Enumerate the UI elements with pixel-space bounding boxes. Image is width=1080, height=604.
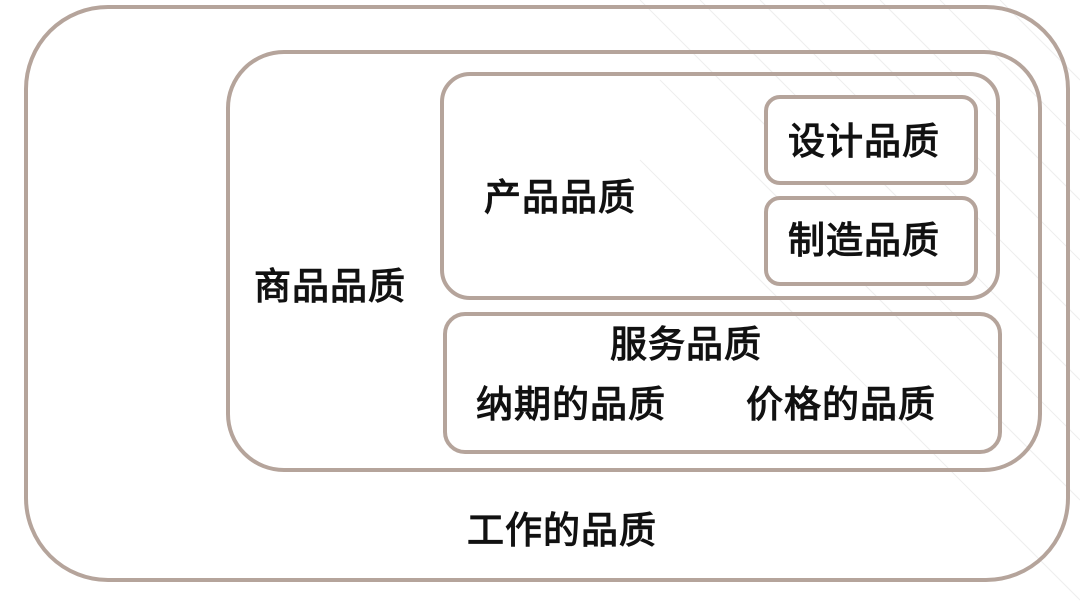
delivery-quality-label: 纳期的品质: [476, 383, 666, 426]
work-quality-label: 工作的品质: [467, 509, 657, 552]
service-quality-label: 服务品质: [610, 323, 762, 366]
goods-quality-label: 商品品质: [254, 265, 406, 308]
design-quality-label: 设计品质: [788, 120, 940, 163]
design-quality-box: [764, 95, 978, 185]
product-quality-label: 产品品质: [484, 176, 636, 219]
price-quality-label: 价格的品质: [746, 383, 936, 426]
manufacturing-quality-box: [764, 196, 978, 286]
work-quality-box: [24, 5, 1070, 582]
product-quality-box: [440, 72, 1000, 300]
service-quality-box: [443, 312, 1002, 454]
goods-quality-box: [226, 50, 1042, 472]
manufacturing-quality-label: 制造品质: [788, 219, 940, 262]
